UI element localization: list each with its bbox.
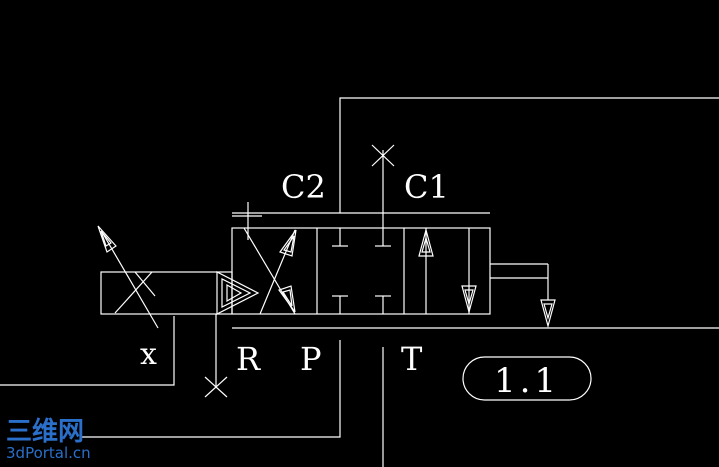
label-x: x xyxy=(140,337,157,372)
tag-label: 1.1 xyxy=(494,361,560,401)
parallel-arrow-down-head xyxy=(461,285,477,315)
cross-arrow-2-head-inner xyxy=(282,289,293,307)
parallel-arrow-down-head-inner xyxy=(464,289,474,307)
label-c2: C2 xyxy=(281,168,326,206)
label-r: R xyxy=(236,340,261,378)
cross-arrow-2-head xyxy=(278,285,296,313)
operator-triangle xyxy=(216,271,260,315)
adjust-arrow-head xyxy=(97,225,117,253)
pipe-line-lower xyxy=(80,340,341,438)
actuator-x-a xyxy=(114,271,153,314)
pipe-line-left-bottom xyxy=(0,316,175,386)
cross-arrow-1-head-inner xyxy=(283,235,295,253)
watermark-url: 3dPortal.cn xyxy=(6,444,91,462)
adjust-arrow-shaft xyxy=(101,231,159,329)
parallel-arrow-up-head-inner xyxy=(421,235,431,253)
watermark-cn: 三维网 xyxy=(6,416,84,447)
cross-arrow-1-head xyxy=(279,229,297,257)
cross-arrow-2-shaft xyxy=(259,229,296,315)
watermark: 三维网 3dPortal.cn xyxy=(6,416,91,462)
drain-arrow-head xyxy=(540,299,556,329)
drain-arrow-head-inner xyxy=(543,303,553,321)
actuator-x-b xyxy=(134,271,156,297)
valve-body xyxy=(231,227,491,315)
r-cross-b xyxy=(204,376,228,398)
c1-cross-b xyxy=(371,144,395,167)
label-p: P xyxy=(300,340,322,378)
pipe-line-top-right xyxy=(339,97,719,213)
label-t: T xyxy=(401,340,423,378)
label-c1: C1 xyxy=(404,168,449,206)
tag-border xyxy=(462,356,592,401)
operator-triangle-inner2 xyxy=(226,283,243,303)
parallel-arrow-up-head xyxy=(418,227,434,257)
operator-triangle-inner xyxy=(221,278,252,308)
adjust-arrow-head-inner xyxy=(100,230,112,247)
